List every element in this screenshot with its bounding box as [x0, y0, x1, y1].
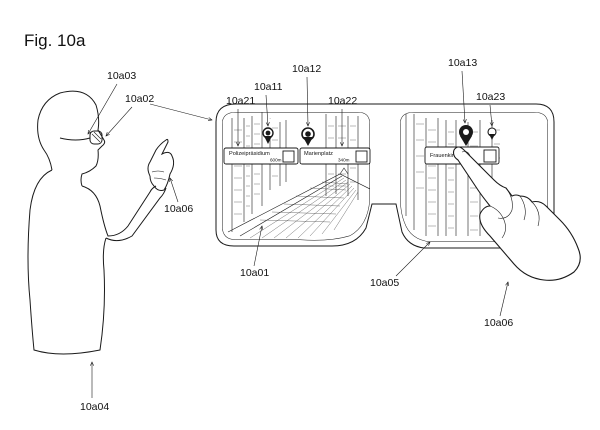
poi-card-left-distance: 600m — [270, 158, 282, 163]
ref-lens-right: 10a05 — [370, 277, 399, 289]
poi-card-left-title: Polizeipräsidium — [229, 151, 270, 157]
poi-card-mid-checkbox[interactable] — [355, 150, 368, 163]
poi-card-mid[interactable]: Marienplatz 340m — [299, 147, 371, 165]
poi-card-left-checkbox[interactable] — [282, 150, 295, 163]
figure-title: Fig. 10a — [24, 31, 86, 50]
ref-hand-left: 10a06 — [164, 203, 193, 215]
poi-card-mid-distance: 340m — [338, 158, 350, 163]
poi-card-mid-title: Marienplatz — [304, 151, 333, 157]
ref-pin-mid: 10a12 — [292, 63, 321, 75]
ref-card-mid: 10a22 — [328, 95, 357, 107]
ref-card-right: 10a23 — [476, 91, 505, 103]
glasses-icon — [59, 130, 103, 145]
poi-card-right-checkbox[interactable] — [483, 149, 497, 163]
poi-card-left[interactable]: Polizeipräsidium 600m — [223, 147, 299, 165]
ref-user: 10a04 — [80, 401, 109, 413]
ref-pin-left: 10a11 — [254, 81, 283, 93]
map-pin-icon-right-small — [487, 127, 497, 140]
ref-display: 10a01 — [240, 267, 269, 279]
map-pin-icon-right[interactable] — [459, 125, 473, 146]
map-pin-icon-mid[interactable] — [301, 127, 315, 146]
ref-pin-right: 10a13 — [448, 57, 477, 69]
pointing-hand-icon[interactable] — [452, 146, 581, 281]
ref-glasses: 10a03 — [107, 70, 136, 82]
left-lens-scene — [222, 112, 370, 241]
ref-hand-right: 10a06 — [484, 317, 513, 329]
poi-card-right-title: Frauenkirche — [430, 153, 463, 159]
ref-card-left: 10a21 — [226, 95, 255, 107]
user-figure — [27, 90, 175, 355]
ref-eye: 10a02 — [125, 93, 154, 105]
